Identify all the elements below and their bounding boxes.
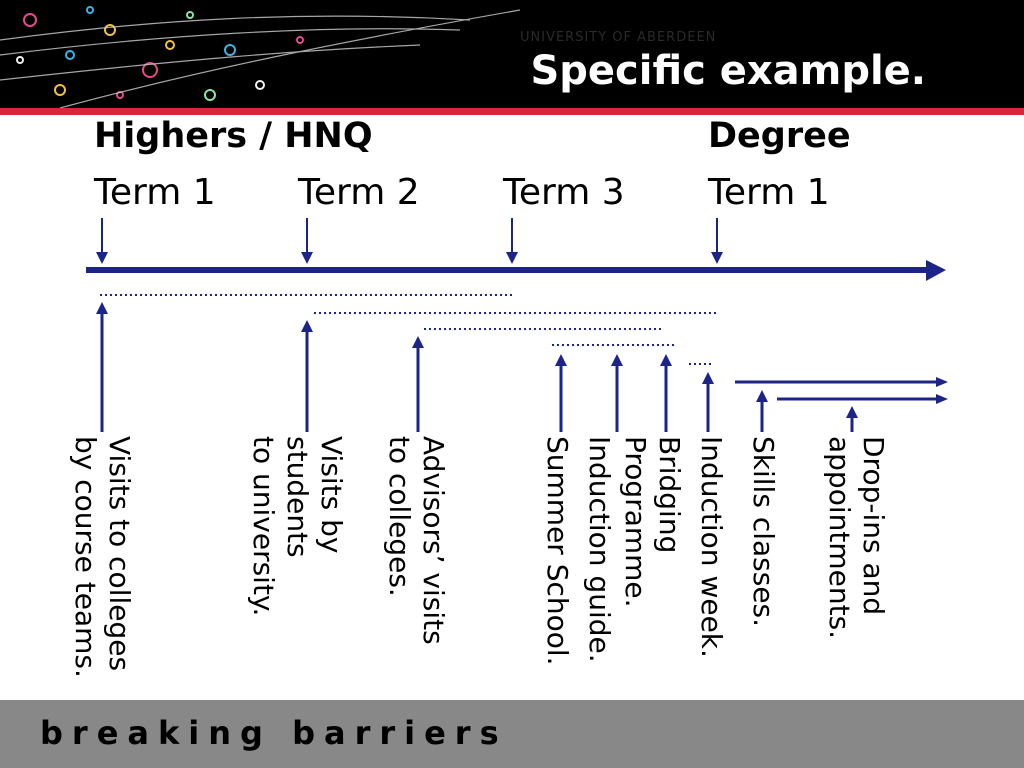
- term-label-2: Term 2: [298, 172, 420, 213]
- heading-highers-hnq: Highers / HNQ: [94, 116, 373, 156]
- ongoing-arrowhead-skills: [936, 377, 948, 387]
- header-banner: UNIVERSITY OF ABERDEEN Specific example.: [0, 0, 1024, 108]
- activity-label-skills: Skills classes.: [747, 436, 780, 628]
- activity-label-college-visits: Visits to colleges by course teams.: [69, 436, 136, 678]
- header-watermark: UNIVERSITY OF ABERDEEN: [520, 30, 717, 45]
- heading-degree: Degree: [708, 116, 851, 156]
- ongoing-arrowhead-dropins: [936, 394, 948, 404]
- activity-label-advisor-visits: Advisors’ visits to colleges.: [383, 436, 450, 645]
- activity-label-dropins: Drop-ins and appointments.: [823, 436, 890, 640]
- term-label-4: Term 1: [708, 172, 830, 213]
- term-label-1: Term 1: [94, 172, 216, 213]
- footer-bar: breaking barriers: [0, 700, 1024, 768]
- header-divider: [0, 108, 1024, 115]
- activity-label-induction-week: Induction week.: [695, 436, 728, 658]
- activity-label-induction-guide: Induction guide.: [583, 436, 616, 663]
- sparkle-background-image: [0, 6, 521, 108]
- footer-tagline: breaking barriers: [40, 714, 508, 752]
- main-timeline-arrowhead: [926, 260, 946, 281]
- activity-label-student-visits: Visits by students to university.: [247, 436, 348, 617]
- activity-label-summer-school: Summer School.: [541, 436, 574, 666]
- term-label-3: Term 3: [503, 172, 625, 213]
- slide-title: Specific example.: [530, 48, 926, 94]
- activity-label-bridging: Bridging Programme.: [619, 436, 686, 608]
